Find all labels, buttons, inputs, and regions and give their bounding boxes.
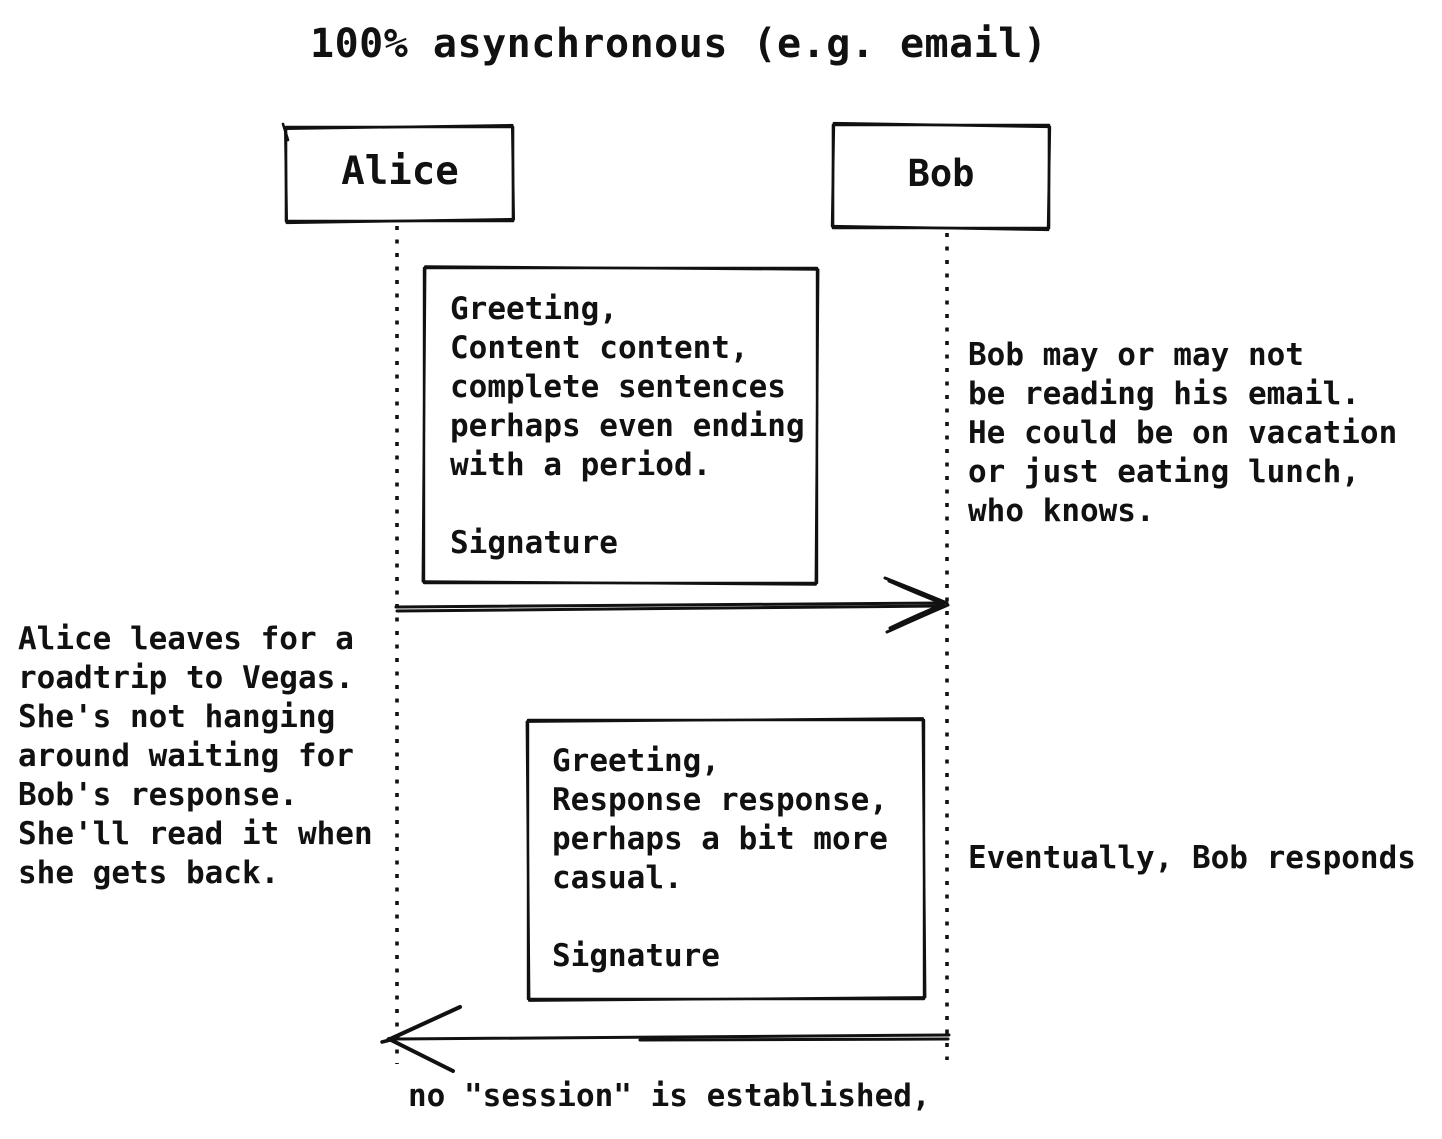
note-bob-status: Bob may or may not be reading his email.… xyxy=(968,337,1398,529)
caption-no-session: no "session" is established, xyxy=(408,1078,931,1114)
actor-label-bob: Bob xyxy=(907,152,975,195)
actor-label-alice: Alice xyxy=(341,149,459,194)
request-arrow xyxy=(394,576,950,634)
bob-actor-box xyxy=(830,121,1052,232)
alice-actor-box xyxy=(281,122,516,225)
note-bob-responds: Eventually, Bob responds xyxy=(968,840,1416,876)
email-message-1-text: Greeting, Content content, complete sent… xyxy=(450,291,805,561)
note-alice-away: Alice leaves for a roadtrip to Vegas. Sh… xyxy=(18,621,373,891)
response-arrow xyxy=(380,1005,951,1073)
email-message-box-2 xyxy=(525,717,927,1002)
email-message-2-text: Greeting, Response response, perhaps a b… xyxy=(552,743,888,974)
email-message-box-1 xyxy=(421,265,820,586)
diagram-title: 100% asynchronous (e.g. email) xyxy=(310,21,1048,67)
